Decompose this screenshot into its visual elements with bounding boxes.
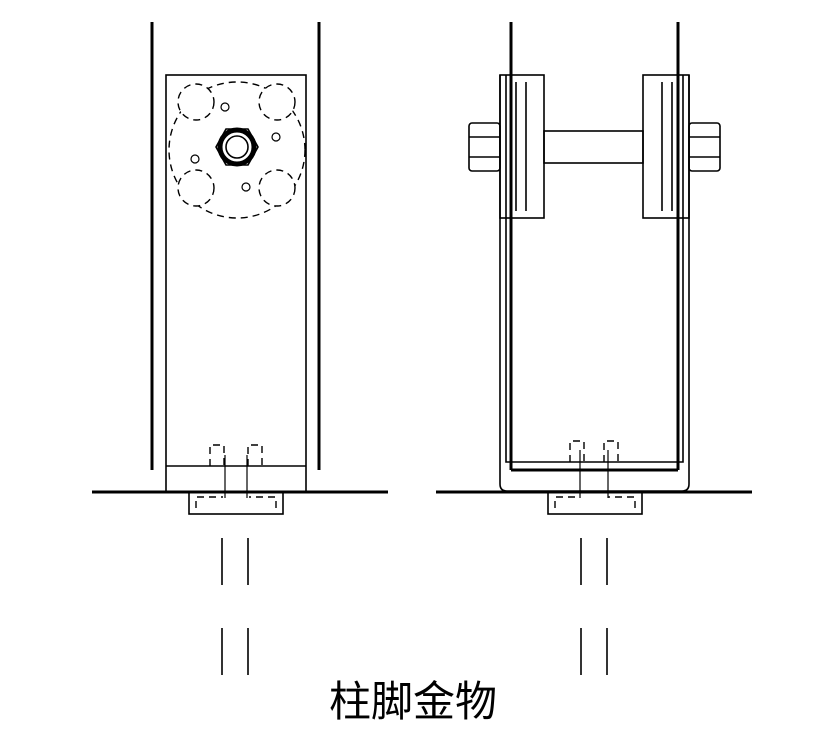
anchor-hidden (209, 444, 225, 466)
bolt-shaft (543, 130, 644, 164)
bolt-shank (225, 135, 249, 159)
u-bracket-outer (499, 75, 690, 492)
anchor-hook (195, 496, 223, 508)
anchor-hook (554, 496, 580, 508)
foundation-plate (547, 491, 643, 515)
bolt-nut-right (688, 122, 721, 172)
anchor-hidden (247, 444, 263, 466)
side-plate-right (642, 74, 690, 219)
hex-nut (215, 128, 259, 166)
anchor-bolts (569, 440, 619, 498)
small-hole (271, 132, 281, 142)
rotary-plate (168, 81, 306, 219)
front-view (92, 22, 388, 675)
anchor-hidden (603, 440, 619, 462)
anchor-hook (249, 496, 277, 508)
side-view (436, 22, 752, 675)
through-bolt (468, 74, 721, 219)
hidden-hole (177, 83, 215, 121)
bolt-head (217, 127, 257, 167)
hidden-disc-outline (168, 81, 306, 219)
anchor-hidden (569, 440, 585, 462)
diagram-caption: 柱脚金物 (328, 677, 497, 726)
small-hole (241, 182, 251, 192)
hidden-hole (177, 169, 215, 207)
bolt-nut-left (468, 122, 501, 172)
foundation-plate (188, 491, 284, 515)
hidden-hole (258, 169, 296, 207)
small-hole (190, 154, 200, 164)
anchor-hook (608, 496, 636, 508)
small-hole (220, 102, 230, 112)
u-bracket-inner (505, 75, 684, 463)
hidden-hole (258, 83, 296, 121)
anchor-bolts (209, 444, 263, 498)
